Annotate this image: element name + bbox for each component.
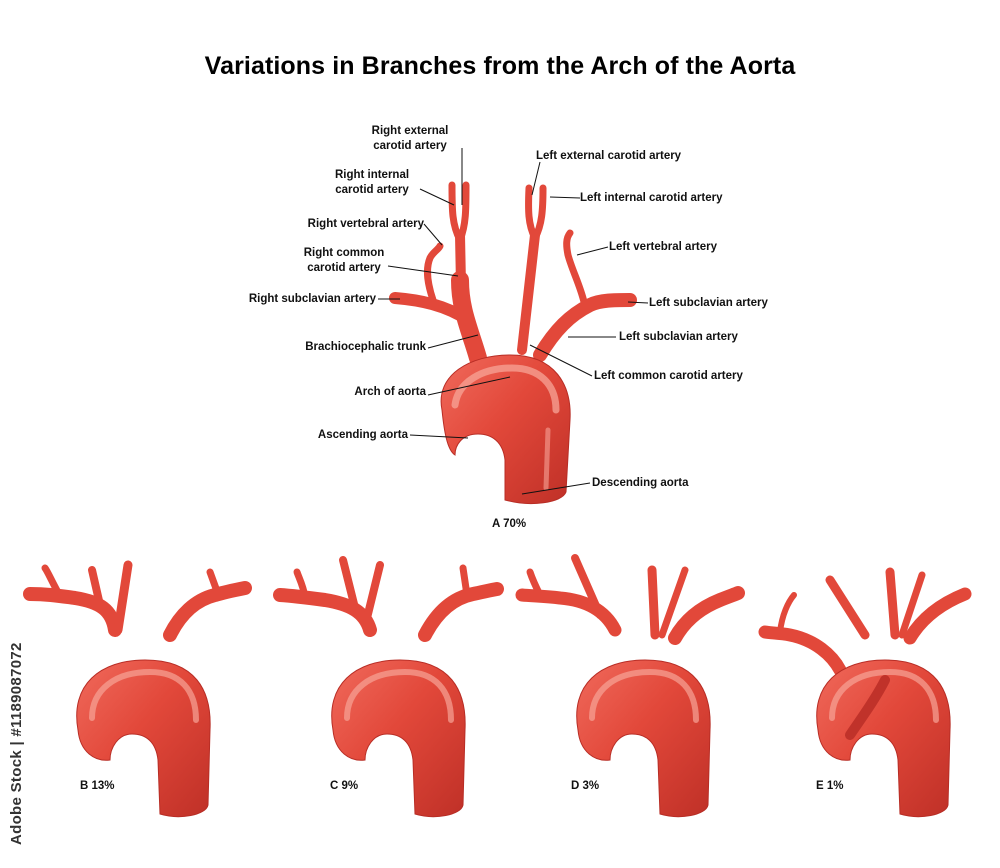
caption-variant-c: C 9% (330, 780, 359, 792)
label-leader-lines (378, 148, 649, 495)
label-brachiocephalic-trunk: Brachiocephalic trunk (305, 341, 426, 353)
right-internal-carotid-artery (448, 181, 464, 244)
stock-credit: Adobe Stock | #1189087072 (8, 642, 25, 845)
label-left-internal-carotid: Left internal carotid artery (580, 192, 723, 204)
label-left-common-carotid: Left common carotid artery (594, 370, 743, 382)
label-left-subclavian-lower: Left subclavian artery (619, 331, 738, 343)
label-left-vertebral: Left vertebral artery (609, 241, 718, 253)
aortic-arch (440, 354, 571, 504)
page-title: Variations in Branches from the Arch of … (204, 52, 796, 80)
label-descending-aorta: Descending aorta (592, 477, 689, 489)
variant-b-illustration (23, 560, 252, 817)
label-left-external-carotid: Left external carotid artery (536, 150, 682, 162)
label-arch-of-aorta: Arch of aorta (354, 386, 426, 398)
label-right-vertebral: Right vertebral artery (307, 218, 424, 230)
left-common-carotid-artery (517, 230, 540, 355)
left-subclavian-artery (533, 293, 637, 362)
variant-c-illustration (273, 556, 504, 817)
left-internal-carotid-artery (525, 184, 539, 242)
variant-d-illustration (515, 554, 745, 817)
right-external-carotid-artery (456, 181, 470, 244)
right-subclavian-artery (389, 292, 474, 326)
caption-variant-e: E 1% (816, 780, 844, 792)
caption-variant-b: B 13% (80, 780, 115, 792)
left-external-carotid-artery (531, 184, 547, 242)
caption-variant-d: D 3% (571, 780, 600, 792)
right-vertebral-artery (423, 242, 444, 304)
label-left-subclavian-upper: Left subclavian artery (649, 297, 768, 309)
variant-e-illustration (758, 567, 972, 817)
left-vertebral-artery (563, 229, 588, 306)
label-ascending-aorta: Ascending aorta (317, 429, 408, 441)
label-right-subclavian: Right subclavian artery (248, 293, 376, 305)
variant-a-illustration (389, 181, 637, 504)
caption-variant-a: A 70% (492, 518, 527, 530)
